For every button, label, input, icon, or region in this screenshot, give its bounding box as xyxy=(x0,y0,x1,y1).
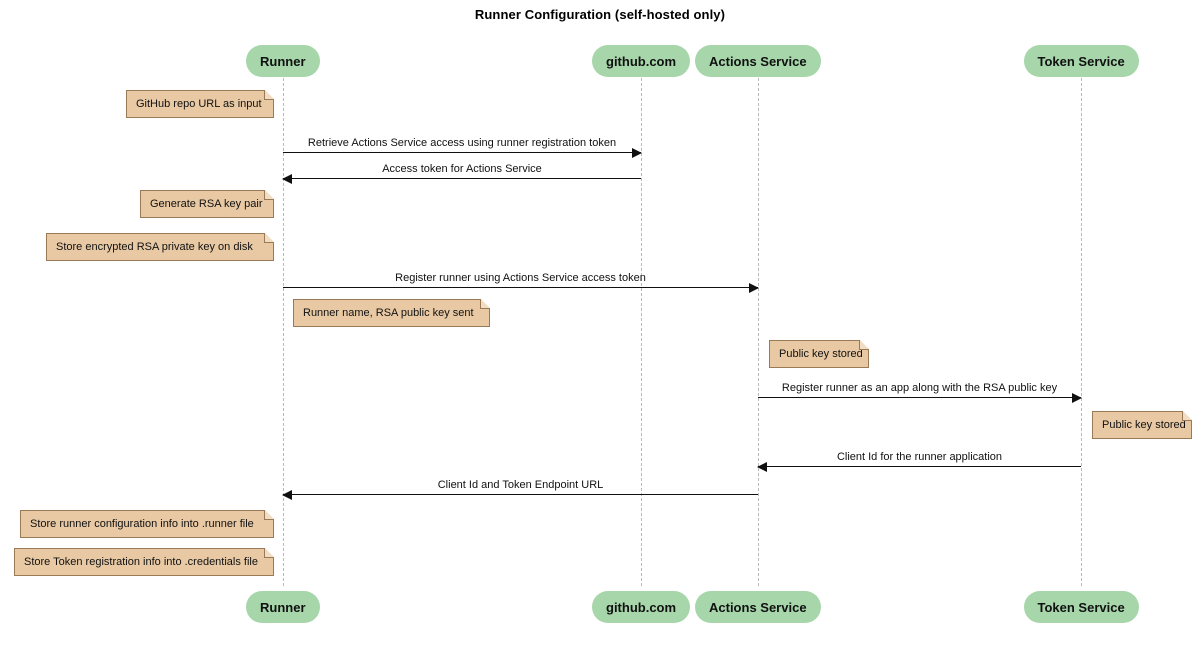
arrow-head-icon xyxy=(282,173,292,184)
participant-github-bottom[interactable]: github.com xyxy=(592,591,691,623)
message-line xyxy=(758,466,1081,467)
arrow-head-icon xyxy=(1072,392,1082,403)
participant-label: Runner xyxy=(260,53,306,69)
note-fold-corner-icon xyxy=(264,232,275,243)
note-fold-corner-icon xyxy=(480,298,491,309)
arrow-head-icon xyxy=(749,282,759,293)
arrow-head-icon xyxy=(757,461,767,472)
note-label: Store encrypted RSA private key on disk xyxy=(56,241,253,253)
page-title: Runner Configuration (self-hosted only) xyxy=(474,7,726,22)
lifeline-runner xyxy=(283,78,284,586)
note-fold-corner-icon xyxy=(264,189,275,200)
message-line xyxy=(283,152,641,153)
participant-label: github.com xyxy=(606,599,677,615)
note-fold-corner-icon xyxy=(1182,410,1193,421)
message-label: Register runner using Actions Service ac… xyxy=(395,272,646,284)
message-label: Register runner as an app along with the… xyxy=(781,382,1058,394)
note-n7: Store runner configuration info into .ru… xyxy=(20,509,275,538)
note-label: Store Token registration info into .cred… xyxy=(24,556,258,568)
participant-label: Token Service xyxy=(1037,53,1125,69)
message-m4: Register runner as an app along with the… xyxy=(758,382,1082,403)
note-n2: Generate RSA key pair xyxy=(140,189,275,218)
participant-runner-bottom[interactable]: Runner xyxy=(246,591,320,623)
lifeline-github xyxy=(641,78,642,586)
message-m2: Access token for Actions Service xyxy=(282,163,641,184)
arrow-head-icon xyxy=(282,489,292,500)
participant-label: Actions Service xyxy=(709,599,807,615)
participant-label: Token Service xyxy=(1037,599,1125,615)
participant-token-bottom[interactable]: Token Service xyxy=(1023,591,1139,623)
message-line xyxy=(283,494,758,495)
arrow-head-icon xyxy=(632,147,642,158)
participant-label: Actions Service xyxy=(709,53,807,69)
note-fold-corner-icon xyxy=(859,339,870,350)
note-label: Store runner configuration info into .ru… xyxy=(30,518,254,530)
note-label: Generate RSA key pair xyxy=(150,198,263,210)
message-m5: Client Id for the runner application xyxy=(757,451,1081,472)
participant-label: github.com xyxy=(606,53,677,69)
message-m6: Client Id and Token Endpoint URL xyxy=(282,479,758,500)
message-label: Client Id for the runner application xyxy=(836,451,1003,463)
participant-token-top[interactable]: Token Service xyxy=(1023,45,1139,77)
note-n6: Public key stored xyxy=(1092,410,1193,439)
note-n8: Store Token registration info into .cred… xyxy=(14,547,275,576)
participant-runner-top[interactable]: Runner xyxy=(246,45,320,77)
note-label: Public key stored xyxy=(1102,419,1186,431)
note-n4: Runner name, RSA public key sent xyxy=(293,298,491,327)
note-fold-corner-icon xyxy=(264,509,275,520)
participant-actions-top[interactable]: Actions Service xyxy=(695,45,821,77)
participant-label: Runner xyxy=(260,599,306,615)
message-label: Access token for Actions Service xyxy=(382,163,542,175)
note-fold-corner-icon xyxy=(264,547,275,558)
note-label: GitHub repo URL as input xyxy=(136,98,262,110)
message-line xyxy=(283,287,758,288)
note-n3: Store encrypted RSA private key on disk xyxy=(46,232,275,261)
note-label: Public key stored xyxy=(779,348,863,360)
note-fold-corner-icon xyxy=(264,89,275,100)
message-label: Client Id and Token Endpoint URL xyxy=(437,479,604,491)
participant-actions-bottom[interactable]: Actions Service xyxy=(695,591,821,623)
note-label: Runner name, RSA public key sent xyxy=(303,307,474,319)
message-m3: Register runner using Actions Service ac… xyxy=(283,272,759,293)
message-label: Retrieve Actions Service access using ru… xyxy=(307,137,617,149)
lifeline-actions xyxy=(758,78,759,586)
note-n1: GitHub repo URL as input xyxy=(126,89,275,118)
note-n5: Public key stored xyxy=(769,339,870,368)
participant-github-top[interactable]: github.com xyxy=(592,45,691,77)
message-line xyxy=(758,397,1081,398)
lifeline-token xyxy=(1081,78,1082,586)
message-m1: Retrieve Actions Service access using ru… xyxy=(283,137,642,158)
message-line xyxy=(283,178,641,179)
